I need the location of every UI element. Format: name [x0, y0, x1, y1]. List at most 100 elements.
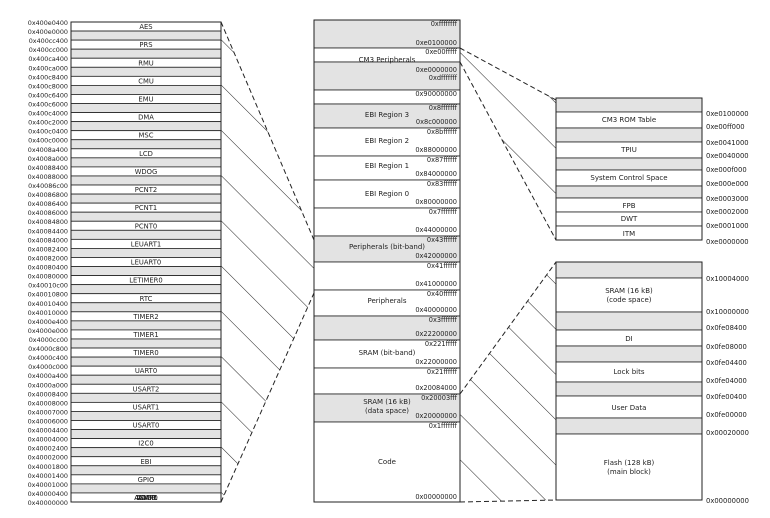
address-label: 0xffffffff	[431, 20, 458, 28]
memory-region	[313, 19, 461, 49]
address-label: 0x400e0400	[28, 19, 68, 27]
address-label: 0x0fe08000	[706, 343, 747, 351]
region-peripherals-bit-band: Peripherals (bit-band)	[349, 243, 425, 251]
memory-block	[70, 320, 222, 331]
memory-block	[70, 284, 222, 295]
region-tpiu: TPIU	[620, 146, 637, 154]
memory-region	[555, 97, 703, 113]
address-label: 0x8c000000	[416, 118, 457, 126]
address-label: 0x40000400	[28, 490, 68, 498]
address-label: 0x8bffffff	[427, 128, 458, 136]
address-label: 0x42000000	[415, 252, 457, 260]
system-memory-map: 0xffffffff0xe01000000xe00fffff0xe0000000…	[313, 19, 461, 503]
zoom-connector-cm3	[460, 48, 556, 240]
region-user-data: User Data	[612, 404, 647, 412]
region-itm: ITM	[623, 230, 635, 238]
region-cm3-peripherals: CM3 Peripherals	[359, 56, 416, 64]
address-label: 0x0fe00400	[706, 393, 747, 401]
address-label: 0x40084800	[28, 218, 68, 226]
peripheral-pcnt2: PCNT2	[135, 186, 157, 194]
memory-region	[555, 345, 703, 363]
address-label: 0x7fffffff	[429, 208, 458, 216]
address-label: 0x400c8400	[28, 73, 68, 81]
address-label: 0x40002000	[28, 454, 68, 462]
address-label: 0x4000c400	[28, 354, 68, 362]
region-code-space: (code space)	[606, 296, 651, 304]
memory-region	[555, 127, 703, 143]
peripheral-adc0: ADC0	[137, 494, 156, 502]
address-label: 0x84000000	[415, 170, 457, 178]
address-label: 0x40088000	[28, 173, 68, 181]
memory-block	[70, 338, 222, 349]
address-label: 0x40004400	[28, 427, 68, 435]
address-label: 0x400cc000	[29, 46, 68, 54]
region-system-control-space: System Control Space	[590, 174, 667, 182]
address-label: 0x400e0000	[28, 28, 68, 36]
region-fpb: FPB	[622, 202, 635, 210]
address-label: 0x400c8000	[28, 82, 68, 90]
address-label: 0x40000000	[415, 306, 457, 314]
region-peripherals: Peripherals	[367, 297, 406, 305]
address-label: 0x4008a000	[28, 155, 68, 163]
peripheral-memory-map: 0x400e04000x400e00000x400cc4000x400cc000…	[28, 19, 222, 507]
peripheral-pcnt1: PCNT1	[135, 204, 157, 212]
memory-block	[70, 392, 222, 403]
zoom-line	[459, 499, 557, 503]
memory-block	[70, 465, 222, 476]
address-label: 0x40086000	[28, 209, 68, 217]
memory-region	[555, 433, 703, 501]
address-label: 0x400c0000	[28, 137, 68, 145]
peripheral-vcmp: VCMP	[136, 494, 155, 502]
address-label: 0x40082400	[28, 245, 68, 253]
address-label: 0x4000c000	[28, 363, 68, 371]
address-label: 0x00000000	[706, 497, 749, 505]
address-label: 0xe0100000	[416, 39, 457, 47]
peripheral-wdog: WDOG	[135, 168, 158, 176]
memory-region	[555, 381, 703, 397]
peripheral-uart0: UART0	[135, 367, 157, 375]
address-label: 0x40084400	[28, 227, 68, 235]
address-label: 0xe0040000	[706, 152, 749, 160]
memory-region	[313, 61, 461, 91]
zoom-connector-peripherals	[221, 22, 314, 502]
memory-block	[70, 48, 222, 59]
peripheral-timer1: TIMER1	[132, 331, 158, 339]
address-label: 0x83ffffff	[427, 180, 458, 188]
memory-block	[70, 302, 222, 313]
address-label: 0x00000000	[415, 493, 457, 501]
memory-region	[555, 311, 703, 331]
address-label: 0x40080400	[28, 264, 68, 272]
address-label: 0x40086800	[28, 191, 68, 199]
region-data-space: (data space)	[365, 407, 409, 415]
address-label: 0x400c0400	[28, 128, 68, 136]
address-label: 0x221fffff	[425, 340, 458, 348]
address-label: 0x40000000	[28, 499, 68, 507]
peripheral-usart1: USART1	[133, 403, 160, 411]
address-label: 0x80000000	[415, 198, 457, 206]
zoom-line	[220, 292, 315, 503]
memory-block	[70, 30, 222, 41]
address-label: 0xe000f000	[706, 166, 747, 174]
memory-region	[555, 277, 703, 313]
memory-region	[313, 393, 461, 423]
memory-block	[70, 157, 222, 168]
memory-block	[70, 84, 222, 95]
column-frame	[313, 19, 461, 503]
address-label: 0x3fffffff	[429, 316, 458, 324]
memory-block	[70, 139, 222, 150]
zoom-connector-code	[460, 262, 556, 502]
memory-block	[70, 411, 222, 421]
address-label: 0x10004000	[706, 275, 749, 283]
address-label: 0x10000000	[706, 308, 749, 316]
peripheral-dma: DMA	[138, 114, 154, 122]
address-label: 0x40010400	[28, 300, 68, 308]
peripheral-gpio: GPIO	[138, 476, 155, 484]
peripheral-dac0: DAC0	[137, 494, 156, 502]
peripheral-lcd: LCD	[139, 150, 153, 158]
address-label: 0x88000000	[415, 146, 457, 154]
address-label: 0xe00fffff	[425, 48, 457, 56]
peripheral-prs: PRS	[139, 41, 152, 49]
address-label: 0x40080000	[28, 273, 68, 281]
address-label: 0x4008a400	[28, 146, 68, 154]
